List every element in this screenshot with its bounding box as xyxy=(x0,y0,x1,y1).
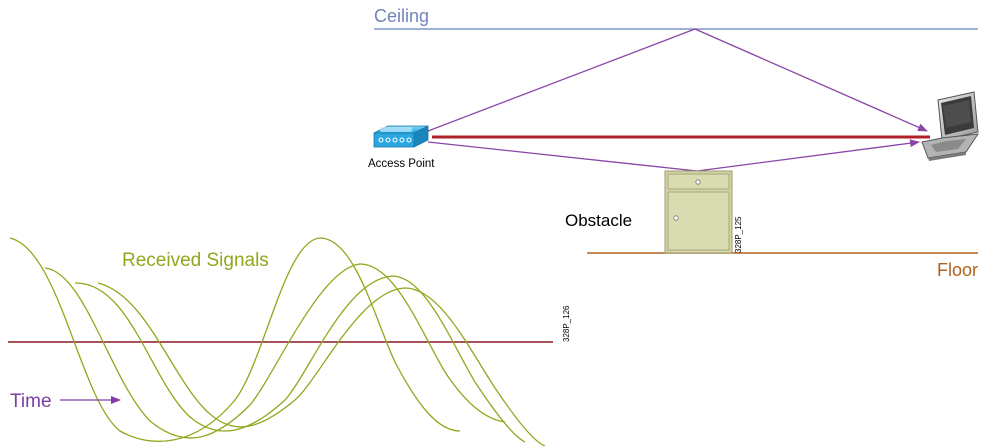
floor: Floor xyxy=(587,252,978,280)
signal-wave-1 xyxy=(9,237,461,442)
obstacle: Obstacle 328P_125 xyxy=(565,170,743,254)
signal-paths xyxy=(427,28,930,172)
cabinet-icon xyxy=(664,170,733,254)
figure-id-bottom: 328P_126 xyxy=(562,305,571,342)
laptop-icon xyxy=(921,91,980,161)
signal-wave-3 xyxy=(74,275,526,443)
floor-label: Floor xyxy=(937,260,978,280)
time-label: Time xyxy=(10,391,52,412)
access-point-icon xyxy=(373,125,429,148)
obstacle-reflection-path-in xyxy=(427,141,698,172)
signal-wave-4 xyxy=(97,282,546,446)
figure-id-top: 328P_125 xyxy=(734,216,743,253)
ceiling: Ceiling xyxy=(374,6,978,30)
ceiling-reflection-path-out xyxy=(694,28,928,132)
received-signals: Received Signals Time 328P_126 xyxy=(8,237,571,446)
obstacle-label: Obstacle xyxy=(565,211,632,230)
ceiling-label: Ceiling xyxy=(374,6,429,26)
access-point: Access Point xyxy=(368,125,435,170)
ceiling-reflection-path-in xyxy=(427,28,696,132)
obstacle-reflection-path-out xyxy=(696,139,920,172)
signal-wave-2 xyxy=(44,263,506,439)
access-point-label: Access Point xyxy=(368,158,435,170)
received-signals-label: Received Signals xyxy=(122,250,269,271)
